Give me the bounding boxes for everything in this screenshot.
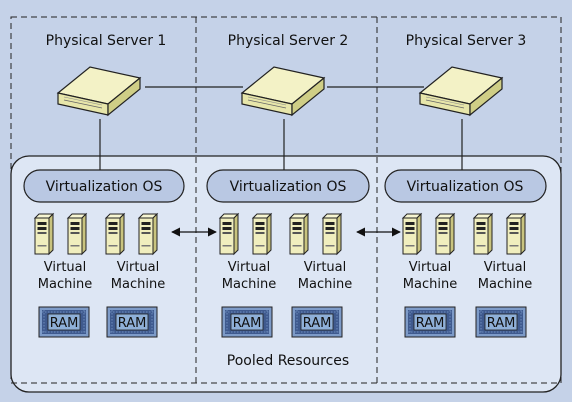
virtualization-os-pill-3 — [384, 169, 547, 203]
vm-2-2-label-line1: Virtual — [304, 260, 346, 275]
ram-label-3-2: RAM — [487, 316, 516, 331]
server-2-label: Physical Server 2 — [228, 33, 349, 49]
virtualization-os-label-1: Virtualization OS — [46, 179, 163, 195]
server-3-label: Physical Server 3 — [406, 33, 527, 49]
server-1-label: Physical Server 1 — [46, 33, 167, 49]
vm-1-1-label-line1: Virtual — [44, 260, 86, 275]
vm-1-2-label-line2: Machine — [111, 277, 165, 292]
virtualization-os-label-3: Virtualization OS — [407, 179, 524, 195]
pooled-resources-label: Pooled Resources — [227, 353, 349, 369]
ram-label-1-1: RAM — [50, 316, 79, 331]
virtualization-os-label-2: Virtualization OS — [230, 179, 347, 195]
vm-3-1-label-line2: Machine — [403, 277, 457, 292]
vm-3-2-label-line1: Virtual — [484, 260, 526, 275]
server-zones-border — [10, 16, 562, 384]
vm-2-2-label-line2: Machine — [298, 277, 352, 292]
vm-2-1-label-line2: Machine — [222, 277, 276, 292]
vm-2-1-label-line1: Virtual — [228, 260, 270, 275]
ram-label-2-2: RAM — [303, 316, 332, 331]
vm-1-2-label-line1: Virtual — [117, 260, 159, 275]
virtualization-os-pill-2 — [206, 169, 370, 203]
ram-label-1-2: RAM — [118, 316, 147, 331]
vm-3-1-label-line1: Virtual — [409, 260, 451, 275]
vm-3-2-label-line2: Machine — [478, 277, 532, 292]
ram-label-3-1: RAM — [416, 316, 445, 331]
ram-label-2-1: RAM — [233, 316, 262, 331]
vm-1-1-label-line2: Machine — [38, 277, 92, 292]
virtualization-os-pill-1 — [23, 169, 185, 203]
